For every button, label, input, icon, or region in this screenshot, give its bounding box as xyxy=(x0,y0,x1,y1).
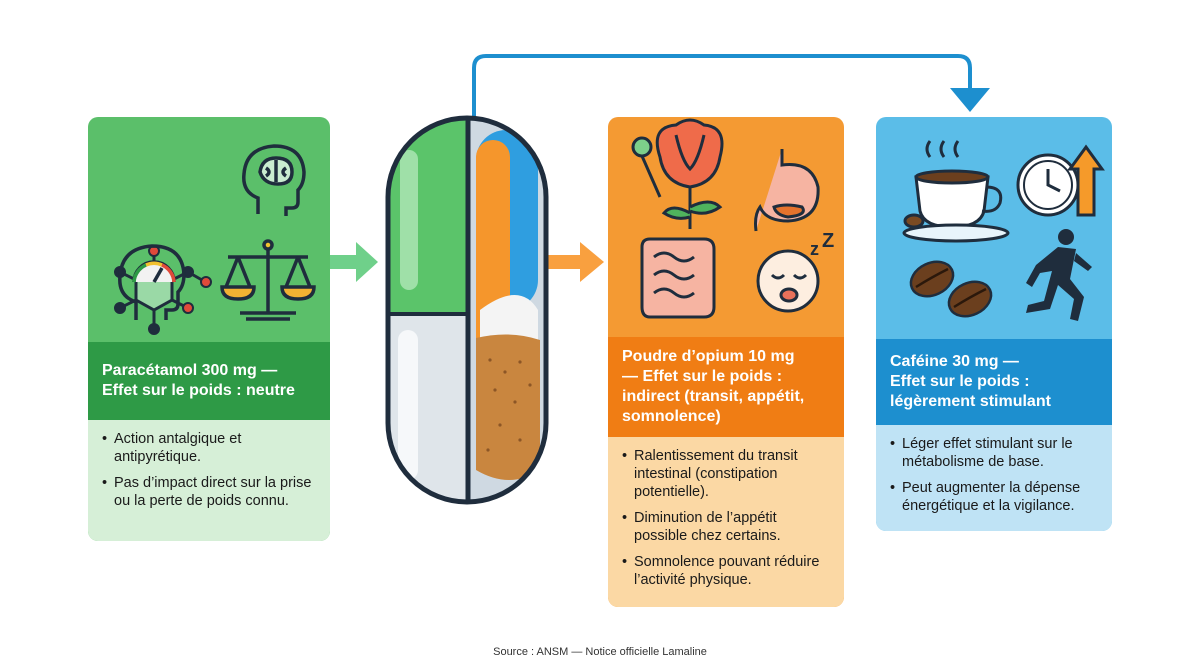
card-paracetamol: Paracétamol 300 mg — Effet sur le poids … xyxy=(88,117,330,541)
stomach-icon xyxy=(754,149,820,232)
runner-icon xyxy=(1026,229,1092,321)
paracetamol-title-line1: Paracétamol 300 mg — xyxy=(102,362,278,379)
cafeine-title: Caféine 30 mg — Effet sur le poids : lég… xyxy=(876,339,1112,425)
list-item: Peut augmenter la dépense énergétique et… xyxy=(888,479,1100,515)
card-opium: z Z Poudre d’opium 10 mg — Effet sur le … xyxy=(608,117,844,607)
list-item: Ralentissement du transit intestinal (co… xyxy=(620,447,832,501)
list-item: Pas d’impact direct sur la prise ou la p… xyxy=(100,474,318,510)
list-item: Action antalgique et antipyrétique. xyxy=(100,430,318,466)
list-item: Diminution de l’appétit possible chez ce… xyxy=(620,509,832,545)
opium-title-line3: indirect (transit, appétit, xyxy=(622,388,805,405)
capsule-icon xyxy=(385,115,549,505)
head-brain-icon xyxy=(242,144,306,216)
balance-scale-icon xyxy=(220,239,316,321)
list-item: Léger effet stimulant sur le métabolisme… xyxy=(888,435,1100,471)
sleepy-face-icon: z Z xyxy=(756,230,834,313)
poppy-flower-icon xyxy=(631,118,724,229)
coffee-beans-icon xyxy=(909,260,993,318)
paracetamol-details: Action antalgique et antipyrétique. Pas … xyxy=(88,420,330,541)
coffee-cup-icon xyxy=(902,140,1010,243)
opium-title-line2: — Effet sur le poids : xyxy=(622,368,783,385)
opium-title: Poudre d’opium 10 mg — Effet sur le poid… xyxy=(608,337,844,437)
opium-details: Ralentissement du transit intestinal (co… xyxy=(608,437,844,607)
opium-icon-grid: z Z xyxy=(631,118,834,319)
opium-title-line4: somnolence) xyxy=(622,408,721,425)
head-gauge-icon xyxy=(118,244,186,320)
cafeine-icon-grid xyxy=(902,140,1105,321)
cafeine-title-line3: légèrement stimulant xyxy=(890,393,1051,410)
cafeine-title-line1: Caféine 30 mg — xyxy=(890,353,1019,370)
svg-text:z: z xyxy=(810,239,819,259)
paracetamol-title-line2: Effet sur le poids : neutre xyxy=(102,382,295,399)
svg-text:Z: Z xyxy=(822,230,834,252)
cafeine-title-line2: Effet sur le poids : xyxy=(890,373,1030,390)
paracetamol-icon-grid xyxy=(114,144,316,335)
paracetamol-title: Paracétamol 300 mg — Effet sur le poids … xyxy=(88,342,330,420)
clock-up-arrow-icon xyxy=(1016,144,1105,217)
card-cafeine: Caféine 30 mg — Effet sur le poids : lég… xyxy=(876,117,1112,531)
intestine-icon xyxy=(640,237,716,319)
cafeine-details: Léger effet stimulant sur le métabolisme… xyxy=(876,425,1112,531)
arrow-right-green-icon xyxy=(330,242,378,282)
source-caption: Source : ANSM — Notice officielle Lamali… xyxy=(493,646,707,658)
arrowhead-down-icon xyxy=(950,88,990,112)
opium-title-line1: Poudre d’opium 10 mg xyxy=(622,348,795,365)
list-item: Somnolence pouvant réduire l’activité ph… xyxy=(620,553,832,589)
